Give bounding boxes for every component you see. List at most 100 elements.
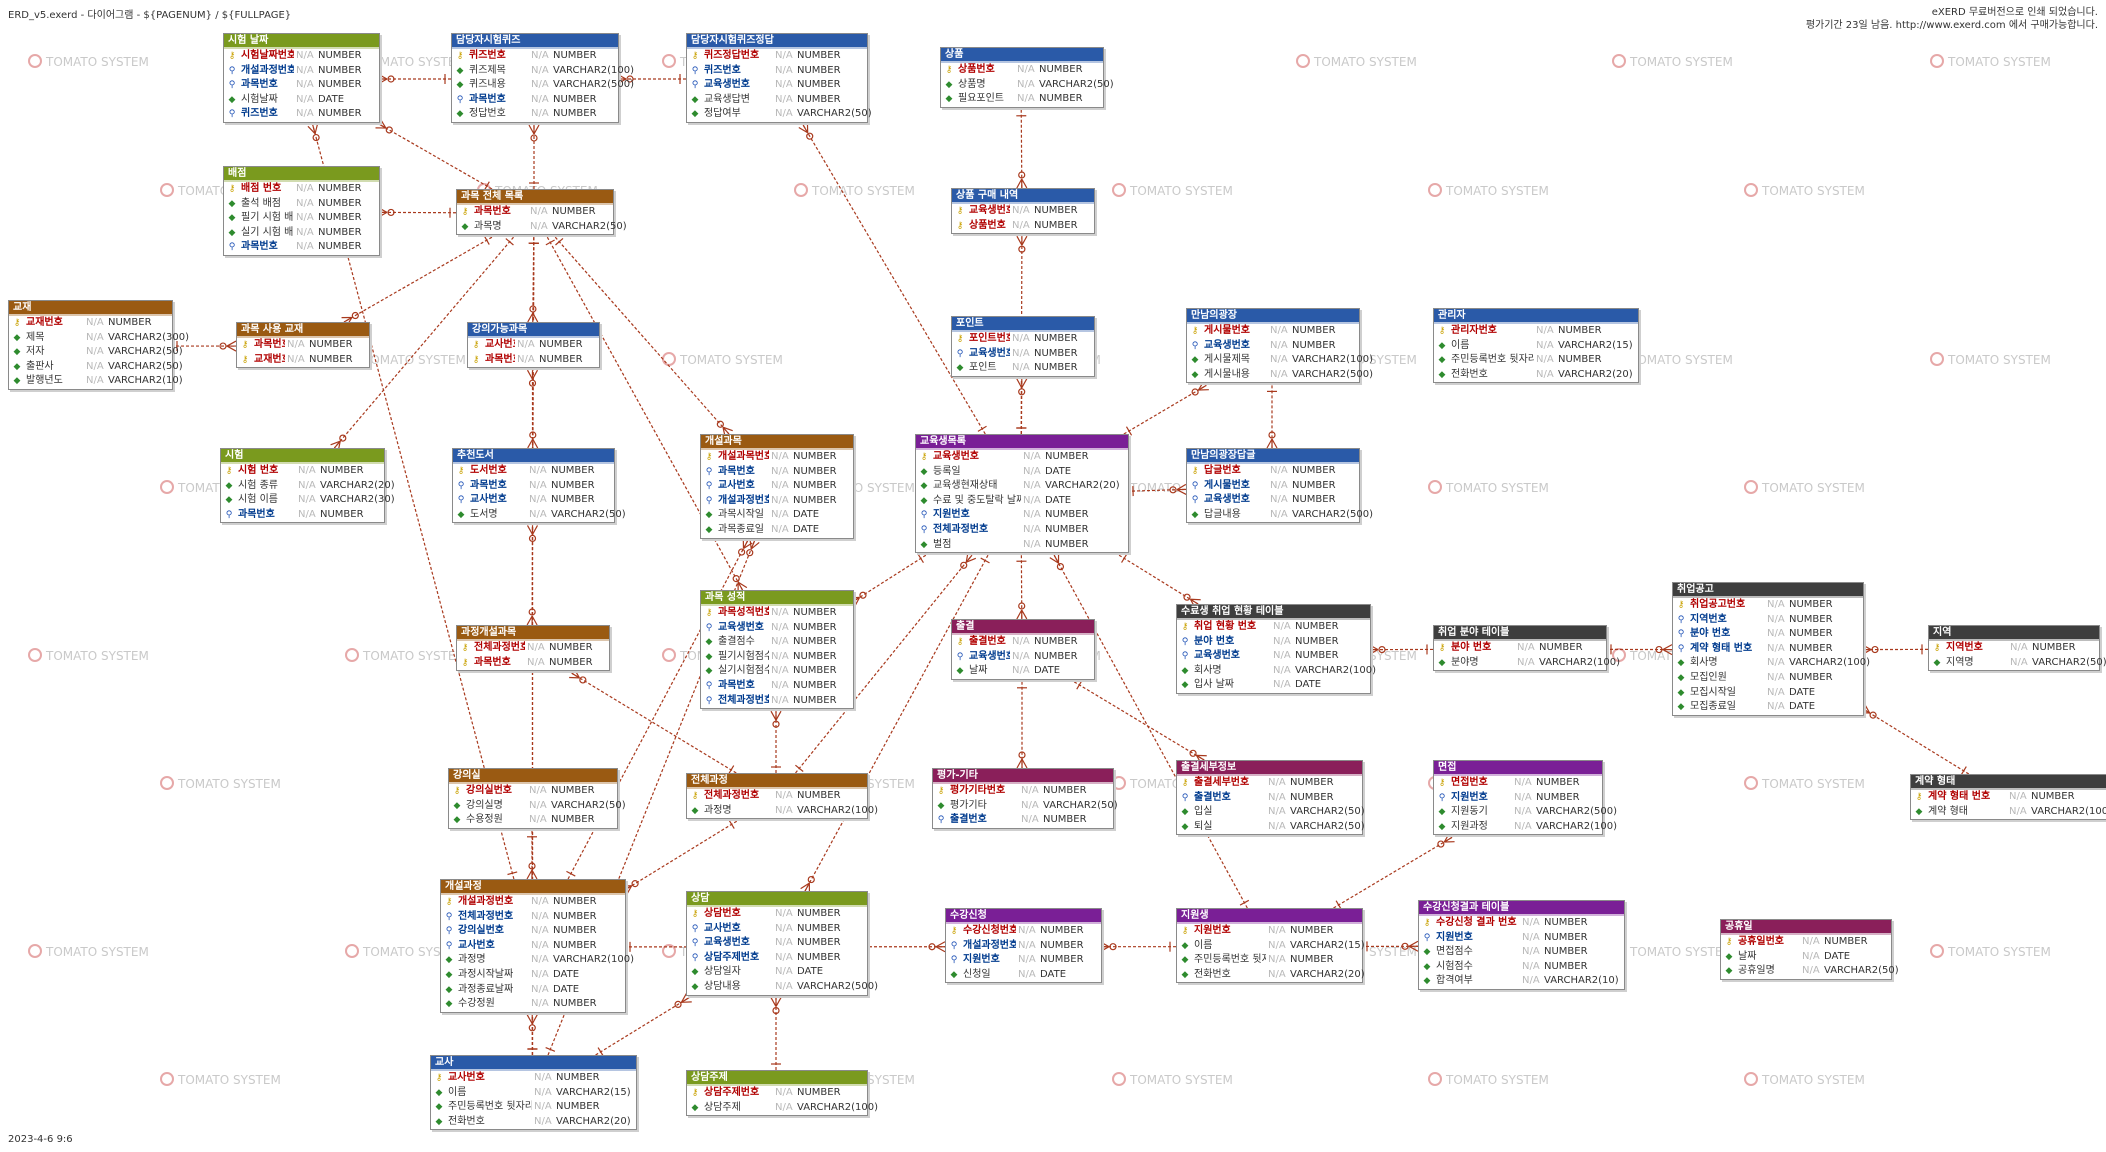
table-title[interactable]: 과목 성적 <box>701 591 853 604</box>
table-title[interactable]: 계약 형태 <box>1911 775 2106 788</box>
table-title[interactable]: 출결 <box>952 620 1094 633</box>
table-attend[interactable]: 출결⚷출결번호N/ANUMBER⚲교육생번호N/ANUMBER◆날짜N/ADAT… <box>951 619 1095 680</box>
table-title[interactable]: 과목 사용 교재 <box>237 323 369 336</box>
table-title[interactable]: 과목 전체 목록 <box>457 190 613 203</box>
table-title[interactable]: 시험 <box>221 449 384 462</box>
table-title[interactable]: 면접 <box>1434 761 1602 774</box>
table-title[interactable]: 수강신청결과 테이블 <box>1419 901 1624 914</box>
table-title[interactable]: 평가-기타 <box>933 769 1113 782</box>
table-title[interactable]: 취업공고 <box>1673 583 1863 596</box>
table-title[interactable]: 수강신청 <box>946 909 1101 922</box>
table-title[interactable]: 시험 날짜 <box>224 34 379 47</box>
table-title[interactable]: 전체과정 <box>687 774 867 787</box>
table-title[interactable]: 만남의광장 <box>1187 309 1359 322</box>
table-title[interactable]: 교재 <box>9 301 172 314</box>
table-title[interactable]: 교사 <box>431 1056 636 1069</box>
table-title[interactable]: 추천도서 <box>453 449 614 462</box>
table-title[interactable]: 취업 분야 테이블 <box>1434 626 1606 639</box>
table-title[interactable]: 교육생목록 <box>916 435 1128 448</box>
